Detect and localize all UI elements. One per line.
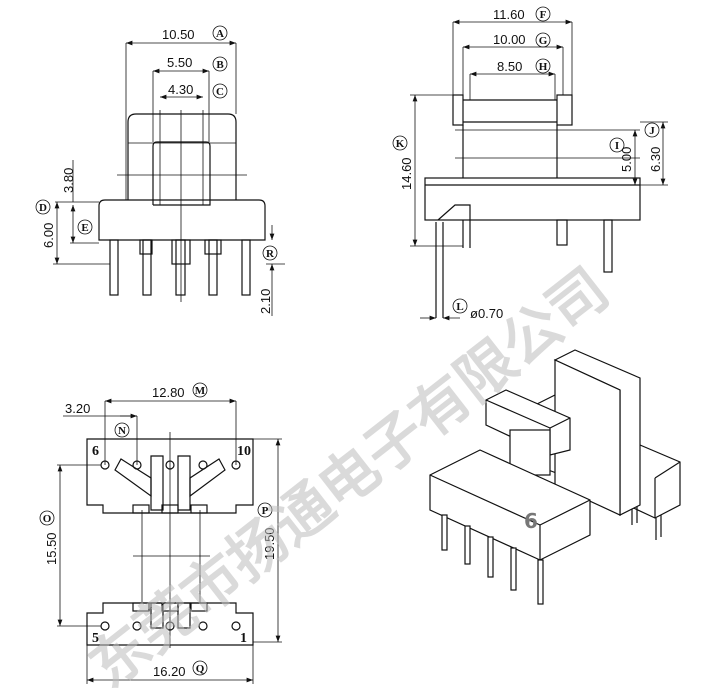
front-view: 10.50 5.50 4.30 A B C 3.80 6.00 D E R 2.… — [35, 25, 285, 316]
iso-pins — [441, 514, 544, 605]
front-bobbin-body — [127, 113, 237, 200]
dim-D: 6.00 — [41, 223, 56, 248]
bottom-view: 6 10 5 1 12.80 M 3.20 N 15.50 O 19.50 P … — [39, 382, 282, 684]
dim-L: ø0.70 — [470, 306, 503, 321]
callout-M: M — [195, 385, 206, 397]
dim-I: 5.00 — [619, 147, 634, 172]
dim-G: 10.00 — [493, 32, 526, 47]
dim-F: 11.60 — [493, 7, 525, 22]
callout-H: H — [539, 61, 548, 73]
callout-A: A — [216, 28, 224, 40]
side-base — [424, 177, 641, 221]
callout-Q: Q — [196, 663, 205, 675]
view-number-label: 6 — [524, 509, 538, 533]
callout-O: O — [43, 513, 52, 525]
callout-D: D — [39, 202, 47, 214]
callout-I: I — [615, 140, 619, 152]
callout-L: L — [456, 301, 463, 313]
callout-N: N — [118, 425, 126, 437]
callout-F: F — [540, 9, 547, 21]
dim-Q: 16.20 — [153, 664, 186, 679]
dim-M: 12.80 — [152, 385, 185, 400]
dim-K: 14.60 — [399, 157, 414, 190]
dim-C: 4.30 — [168, 82, 193, 97]
dim-N: 3.20 — [65, 401, 90, 416]
dim-P: 19.50 — [262, 527, 277, 560]
front-core-window — [152, 141, 211, 206]
callout-P: P — [262, 505, 269, 517]
callout-B: B — [216, 59, 224, 71]
callout-G: G — [539, 35, 548, 47]
callout-E: E — [81, 222, 88, 234]
callout-K: K — [396, 138, 405, 150]
callout-C: C — [216, 86, 224, 98]
bottom-top-flange — [86, 438, 254, 514]
dim-J: 6.30 — [648, 147, 663, 172]
front-pins — [109, 239, 251, 296]
side-view: 11.60 10.00 8.50 F G H 14.60 K 5.00 6.30… — [392, 6, 668, 321]
bottom-bottom-flange — [86, 602, 254, 646]
callout-R: R — [266, 248, 275, 260]
isometric-view: 6 — [429, 349, 681, 605]
callout-J: J — [649, 125, 655, 137]
dim-H: 8.50 — [497, 59, 522, 74]
pin-number-1: 1 — [240, 631, 247, 646]
dim-R: 2.10 — [258, 289, 273, 314]
pin-number-10: 10 — [237, 444, 251, 459]
dim-B: 5.50 — [167, 55, 192, 70]
pin-number-6: 6 — [92, 444, 99, 459]
dim-A: 10.50 — [162, 27, 195, 42]
dim-E: 3.80 — [61, 168, 76, 193]
pin-number-5: 5 — [92, 631, 99, 646]
front-base — [98, 199, 266, 241]
dim-O: 15.50 — [44, 532, 59, 565]
